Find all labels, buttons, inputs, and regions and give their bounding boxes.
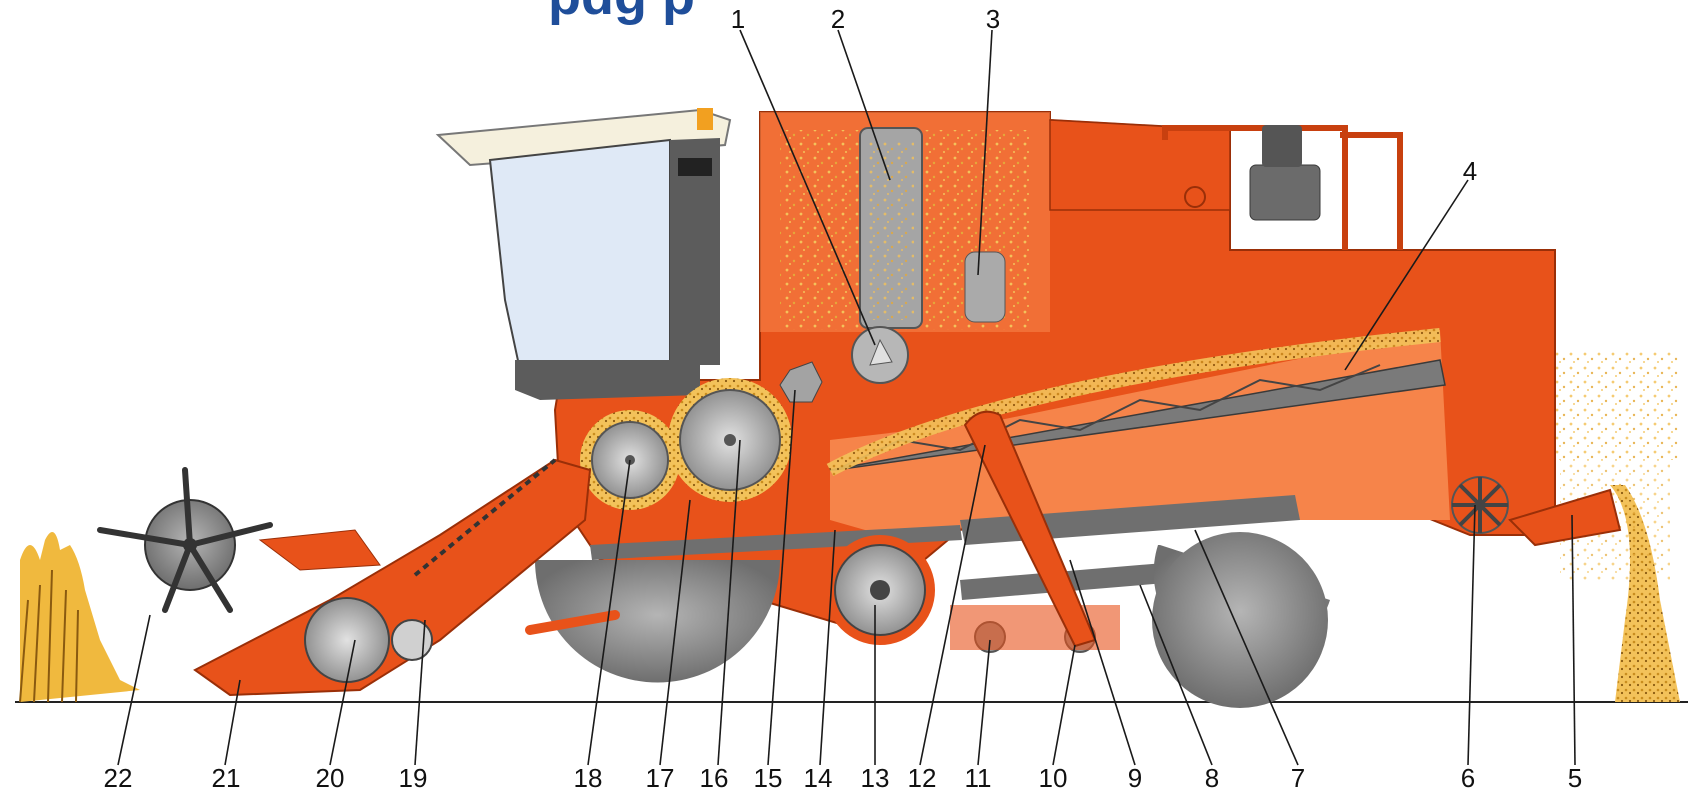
callout-21: 21 xyxy=(212,763,241,790)
straw-chute xyxy=(1508,488,1622,547)
header-title-fragment: pdg p xyxy=(548,0,695,26)
cleaning-fan xyxy=(825,535,935,645)
callout-14: 14 xyxy=(804,763,833,790)
callout-labels: 1 2 3 4 5 6 7 8 9 10 11 12 13 14 15 16 1… xyxy=(104,4,1583,790)
threshing-drums xyxy=(580,361,823,510)
callout-15: 15 xyxy=(754,763,783,790)
header-and-feeder xyxy=(193,458,620,697)
callout-17: 17 xyxy=(646,763,675,790)
callout-20: 20 xyxy=(316,763,345,790)
unloading-auger xyxy=(851,127,1006,384)
rear-beater xyxy=(1451,476,1509,534)
grain-elevator-arm xyxy=(963,410,1097,648)
callout-19: 19 xyxy=(399,763,428,790)
callout-18: 18 xyxy=(574,763,603,790)
reel xyxy=(97,467,381,613)
leader-lines xyxy=(117,29,1576,766)
callout-16: 16 xyxy=(700,763,729,790)
callout-12: 12 xyxy=(908,763,937,790)
callout-7: 7 xyxy=(1291,763,1305,790)
callout-4: 4 xyxy=(1463,156,1477,186)
callout-11: 11 xyxy=(965,763,992,790)
callout-8: 8 xyxy=(1205,763,1219,790)
callout-10: 10 xyxy=(1039,763,1068,790)
callout-5: 5 xyxy=(1568,763,1582,790)
operator-cab xyxy=(435,108,732,400)
callout-22: 22 xyxy=(104,763,133,790)
standing-crop xyxy=(19,532,140,703)
callout-6: 6 xyxy=(1461,763,1475,790)
wheels xyxy=(535,532,1330,708)
callout-2: 2 xyxy=(831,4,845,34)
callout-3: 3 xyxy=(986,4,1000,34)
callout-1: 1 xyxy=(731,4,745,34)
lower-augers xyxy=(950,605,1120,653)
callout-9: 9 xyxy=(1128,763,1142,790)
callout-13: 13 xyxy=(861,763,890,790)
